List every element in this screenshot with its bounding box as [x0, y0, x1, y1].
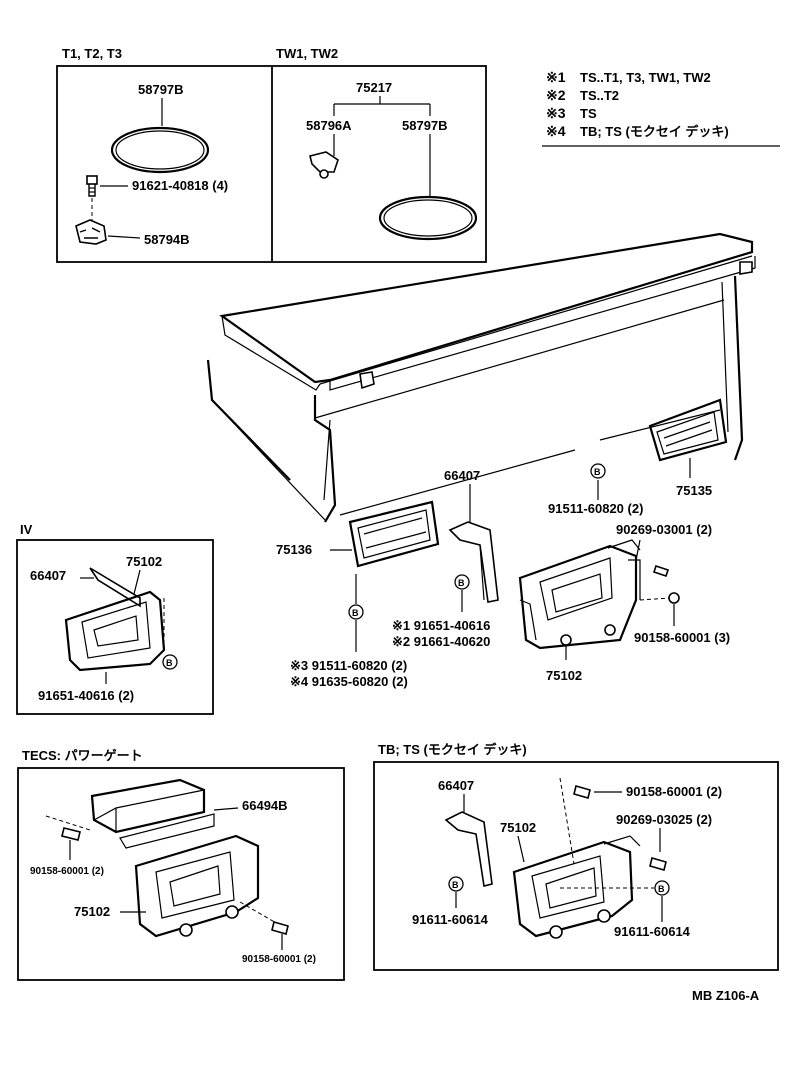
label-tb-91611-a: 91611-60614: [412, 912, 489, 927]
diagram-code: MB Z106-A: [692, 988, 760, 1003]
lamp-bezel-75135: [648, 398, 728, 478]
box-tb-ts: TB; TS (モクセイ デッキ) 66407 B 91611-60614 90…: [373, 742, 779, 971]
box-iv-frame: [16, 539, 214, 715]
gasket-ring-tw: [378, 195, 478, 241]
legend: ※1 TS..T1, T3, TW1, TW2 ※2 TS..T2 ※3 TS …: [542, 69, 780, 147]
license-bracket-iv: [64, 590, 166, 672]
svg-text:B: B: [452, 880, 459, 890]
label-58794b: 58794B: [144, 232, 190, 247]
label-91621: 91621-40818 (4): [132, 178, 228, 193]
screw-icon: [652, 564, 670, 578]
box-tecs-title: TECS: パワーゲート: [22, 748, 143, 763]
label-m2: ※2 91661-40620: [392, 634, 490, 649]
label-tecs-90158-b: 90158-60001 (2): [242, 954, 316, 965]
label-66407: 66407: [444, 468, 480, 483]
lamp-bezel-75136: [348, 500, 440, 568]
clip-icon: [75, 219, 107, 245]
label-tb-66407: 66407: [438, 778, 474, 793]
label-iv-75102: 75102: [126, 554, 162, 569]
screw-icon: [573, 785, 591, 799]
screw-icon: [271, 921, 289, 935]
box-tecs: TECS: パワーゲート 66494B 90158-60001 (2) 7510…: [17, 748, 345, 981]
label-m1: ※1 91651-40616: [392, 618, 490, 633]
legend-item-1: ※1: [546, 69, 566, 85]
svg-text:B: B: [166, 658, 173, 668]
box-t-title: T1, T2, T3: [62, 46, 122, 61]
bracket-iv: [89, 567, 141, 608]
screw-icon: [61, 827, 81, 841]
circle-b-icon: B: [348, 604, 364, 620]
circle-b-icon: B: [654, 880, 670, 896]
svg-text:B: B: [658, 884, 665, 894]
label-91511-a: 91511-60820 (2): [548, 501, 643, 516]
legend-item-3: ※3: [546, 105, 566, 121]
label-58796a: 58796A: [306, 118, 352, 133]
label-tb-75102: 75102: [500, 820, 536, 835]
label-iv-66407: 66407: [30, 568, 66, 583]
label-75136: 75136: [276, 542, 312, 557]
hook-icon: [739, 261, 753, 275]
label-66494b: 66494B: [242, 798, 288, 813]
svg-text:B: B: [594, 467, 601, 477]
screw-icon: [86, 175, 98, 197]
label-tb-90269: 90269-03025 (2): [616, 812, 712, 827]
circle-b-icon: B: [162, 654, 178, 670]
legend-item-2: ※2: [546, 87, 566, 103]
power-gate-plate: [90, 778, 206, 834]
screw-icon: [668, 592, 680, 604]
label-tecs-75102: 75102: [74, 904, 110, 919]
svg-text:B: B: [352, 608, 359, 618]
label-58797b-tw: 58797B: [402, 118, 448, 133]
license-bracket-tecs: [134, 834, 260, 938]
label-58797b: 58797B: [138, 82, 184, 97]
label-tb-91611-b: 91611-60614: [614, 924, 691, 939]
box-t-series: T1, T2, T3 TW1, TW2 58797B 91621-40818 (…: [56, 46, 487, 263]
label-tecs-90158-a: 90158-60001 (2): [30, 866, 104, 877]
bracket-tb: [444, 811, 493, 887]
legend-item-2-text: TS..T2: [580, 88, 619, 103]
label-75102: 75102: [546, 668, 582, 683]
label-90269: 90269-03001 (2): [616, 522, 712, 537]
legend-item-4-text: TB; TS (モクセイ デッキ): [580, 124, 729, 139]
license-bracket-tb: [512, 840, 634, 938]
box-iv-title: IV: [20, 522, 33, 537]
box-iv: IV 66407 75102 B 91651-40616 (2): [16, 522, 214, 715]
legend-item-4: ※4: [546, 123, 566, 139]
box-tb-frame: [373, 761, 779, 971]
box-tw-title: TW1, TW2: [276, 46, 338, 61]
label-m3: ※3 91511-60820 (2): [290, 658, 407, 673]
label-75135: 75135: [676, 483, 712, 498]
license-bracket-75102: [518, 539, 641, 650]
legend-item-3-text: TS: [580, 106, 597, 121]
circle-b-icon: B: [590, 463, 606, 479]
gasket-ring: [110, 126, 210, 174]
screw-icon: [649, 857, 667, 871]
box-tecs-frame: [17, 767, 345, 981]
truck-bed: [206, 232, 756, 523]
label-75217: 75217: [356, 80, 392, 95]
label-90158: 90158-60001 (3): [634, 630, 730, 645]
circle-b-icon: B: [454, 574, 470, 590]
box-tb-title: TB; TS (モクセイ デッキ): [378, 742, 527, 757]
label-m4: ※4 91635-60820 (2): [290, 674, 408, 689]
circle-b-icon: B: [448, 876, 464, 892]
svg-text:B: B: [458, 578, 465, 588]
label-tb-90158: 90158-60001 (2): [626, 784, 722, 799]
socket-icon: [309, 151, 339, 179]
bracket-66407: [448, 521, 499, 603]
hook-icon: [359, 371, 375, 390]
label-iv-91651: 91651-40616 (2): [38, 688, 134, 703]
legend-item-1-text: TS..T1, T3, TW1, TW2: [580, 70, 711, 85]
